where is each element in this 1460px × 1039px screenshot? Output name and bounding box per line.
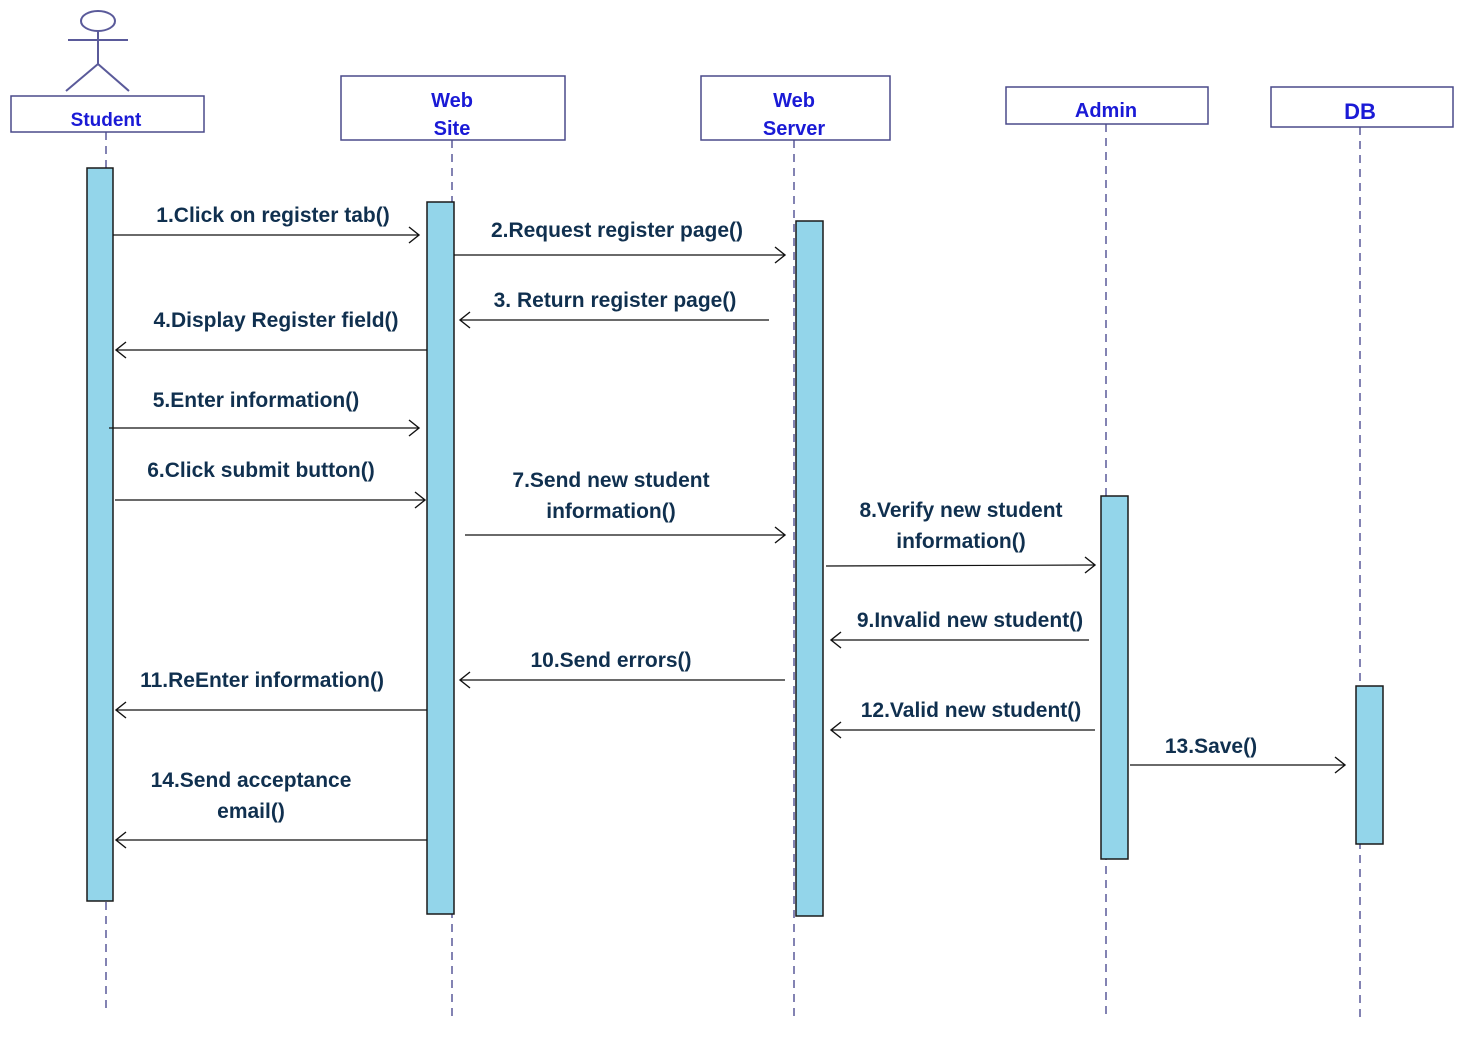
message-7: 7.Send new student information() — [465, 469, 787, 544]
message-8-label-line2: information() — [896, 530, 1025, 553]
message-14-label-line1: 14.Send acceptance — [151, 769, 352, 792]
message-13: 13.Save() — [1130, 735, 1347, 774]
message-6-label: 6.Click submit button() — [147, 459, 375, 482]
message-6: 6.Click submit button() — [115, 459, 427, 509]
participant-webserver: Web Server — [700, 75, 891, 141]
participant-student-label: Student — [71, 110, 142, 131]
student-actor-icon — [65, 10, 130, 92]
message-2-label: 2.Request register page() — [491, 219, 743, 242]
message-7-label-line1: 7.Send new student — [512, 469, 709, 492]
message-10-label: 10.Send errors() — [530, 649, 691, 672]
activation-student — [86, 167, 114, 902]
message-9-label: 9.Invalid new student() — [857, 609, 1083, 632]
activation-db — [1355, 685, 1384, 845]
message-14-label-line2: email() — [217, 800, 285, 823]
message-5: 5.Enter information() — [109, 389, 421, 437]
message-4-label: 4.Display Register field() — [153, 309, 398, 332]
message-12-label: 12.Valid new student() — [861, 699, 1082, 722]
participant-admin-label: Admin — [1075, 100, 1137, 122]
participant-webserver-label-line2: Server — [763, 118, 825, 140]
participant-student: Student — [10, 95, 205, 133]
participant-website-label-line2: Site — [434, 118, 471, 140]
participant-admin: Admin — [1005, 86, 1209, 125]
message-2: 2.Request register page() — [454, 219, 787, 264]
message-3: 3. Return register page() — [458, 289, 769, 329]
participant-webserver-label-line1: Web — [773, 90, 815, 112]
message-5-label: 5.Enter information() — [153, 389, 360, 412]
message-4: 4.Display Register field() — [114, 309, 427, 359]
message-1: 1.Click on register tab() — [113, 204, 421, 244]
participant-website: Web Site — [340, 75, 566, 141]
message-10: 10.Send errors() — [458, 649, 785, 689]
message-14: 14.Send acceptance email() — [114, 769, 427, 849]
message-11: 11.ReEnter information() — [114, 669, 427, 719]
message-13-label: 13.Save() — [1165, 735, 1257, 758]
participant-db-label: DB — [1344, 99, 1376, 124]
message-11-label: 11.ReEnter information() — [140, 669, 384, 692]
message-1-label: 1.Click on register tab() — [156, 204, 389, 227]
message-12: 12.Valid new student() — [829, 699, 1095, 739]
message-3-label: 3. Return register page() — [494, 289, 737, 312]
message-8: 8.Verify new student information() — [825, 499, 1097, 574]
activation-webserver — [795, 220, 824, 917]
participant-db: DB — [1270, 86, 1454, 128]
activation-website — [426, 201, 455, 915]
message-7-label-line2: information() — [546, 500, 675, 523]
message-8-label-line1: 8.Verify new student — [859, 499, 1062, 522]
message-9: 9.Invalid new student() — [829, 609, 1089, 649]
participant-website-label-line1: Web — [431, 90, 473, 112]
activation-admin — [1100, 495, 1129, 860]
